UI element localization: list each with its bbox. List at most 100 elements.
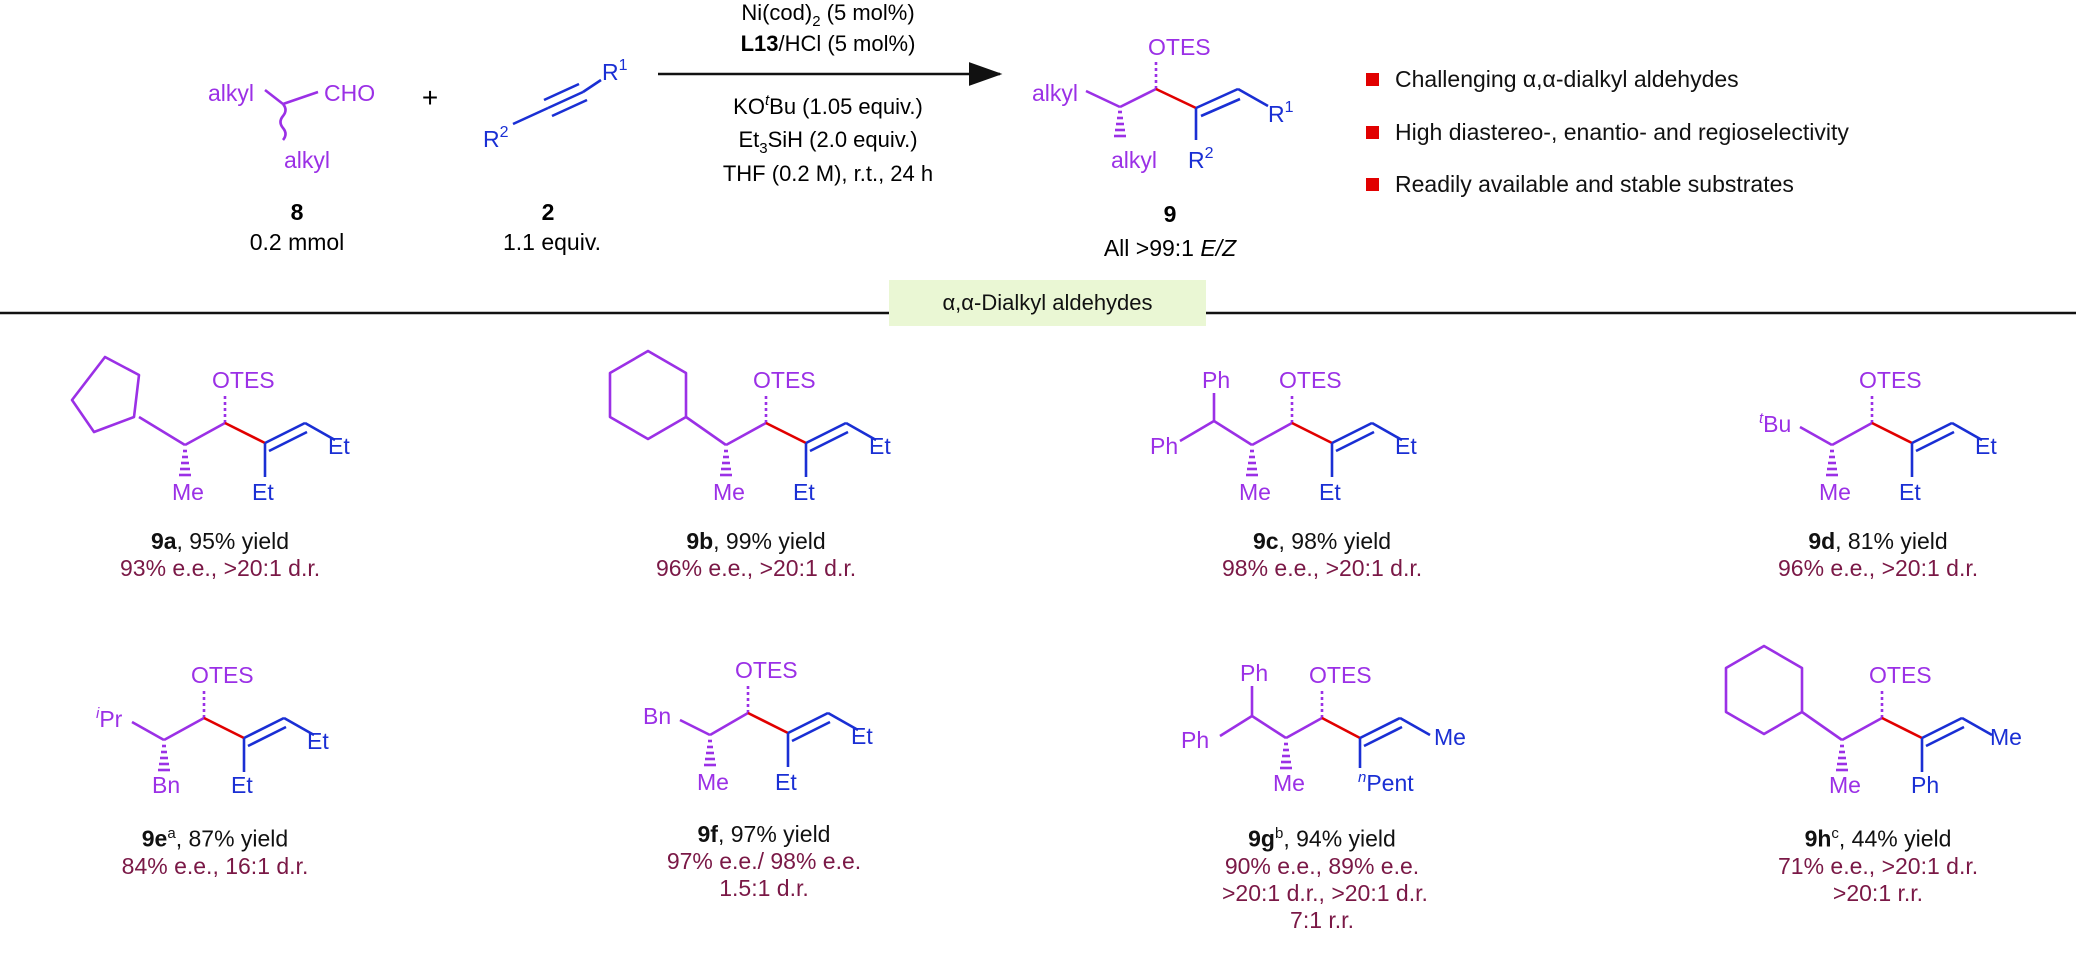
structure-9f xyxy=(679,683,859,767)
hash-wedge-9e xyxy=(158,744,170,772)
hash-wedge-9a xyxy=(179,449,191,477)
compound-selectivity: >20:1 r.r. xyxy=(1832,879,1924,906)
compound-9d-caption: 9d, 81% yield 96% e.e., >20:1 d.r. xyxy=(1778,528,1978,582)
product-r2: R2 xyxy=(1188,145,1214,173)
tail-label: Me xyxy=(1990,724,2022,750)
alkyne-amount: 1.1 equiv. xyxy=(503,229,601,255)
red-square-icon xyxy=(1366,73,1379,86)
ph-label: Ph xyxy=(1150,433,1178,459)
red-square-icon xyxy=(1366,126,1379,139)
aldehyde-alkyl-bottom: alkyl xyxy=(284,147,330,173)
compound-yield: , 44% yield xyxy=(1838,825,1952,852)
compound-id: 9e xyxy=(141,825,168,852)
tail-label: Et xyxy=(869,433,891,459)
footnote-mark: b xyxy=(1274,825,1284,842)
et-label: Et xyxy=(231,772,253,798)
compound-yield: , 95% yield xyxy=(176,528,290,554)
structure-9h xyxy=(1724,644,1993,772)
compound-selectivity: 71% e.e., >20:1 d.r. xyxy=(1778,852,1979,879)
section-banner: α,α-Dialkyl aldehydes xyxy=(889,280,1206,326)
tbu-label: tBu xyxy=(1759,410,1791,437)
et-label: Et xyxy=(793,479,815,505)
product-alkyl-top: alkyl xyxy=(1032,80,1078,106)
compound-selectivity: 93% e.e., >20:1 d.r. xyxy=(120,555,321,581)
me-label: Me xyxy=(172,479,204,505)
red-square-icon xyxy=(1366,178,1379,191)
hash-wedge-9g xyxy=(1280,742,1292,770)
condition-catalyst: Ni(cod)2 (5 mol%) xyxy=(741,0,914,30)
compound-9c-caption: 9c, 98% yield 98% e.e., >20:1 d.r. xyxy=(1222,528,1422,582)
product-structure xyxy=(1085,60,1269,140)
compound-selectivity: 96% e.e., >20:1 d.r. xyxy=(1778,555,1979,581)
structure-9d xyxy=(1799,393,1983,477)
compound-id: 9b xyxy=(686,528,714,554)
et-label: Et xyxy=(775,769,797,795)
plus-sign: + xyxy=(422,82,438,113)
compound-selectivity: 98% e.e., >20:1 d.r. xyxy=(1222,555,1423,581)
me-label: Me xyxy=(713,479,745,505)
hash-wedge-9b xyxy=(720,449,732,477)
compound-selectivity: >20:1 d.r., >20:1 d.r. xyxy=(1222,879,1428,906)
structure-9c xyxy=(1179,393,1403,477)
compound-id: 9d xyxy=(1808,528,1836,554)
condition-silane: Et3SiH (2.0 equiv.) xyxy=(738,127,917,157)
compound-yield: , 97% yield xyxy=(717,821,831,847)
aldehyde-cho: CHO xyxy=(324,80,375,106)
me-label: Me xyxy=(1819,479,1851,505)
condition-ligand: L13/HCl (5 mol%) xyxy=(741,31,916,56)
et-label: Et xyxy=(252,479,274,505)
compound-id: 9a xyxy=(150,528,177,554)
product-hash-wedge xyxy=(1114,110,1126,138)
tail-label: Et xyxy=(851,723,873,749)
otes-label: OTES xyxy=(735,657,798,683)
hash-wedges xyxy=(158,449,1848,772)
me-label: Me xyxy=(1829,772,1861,798)
compound-id: 9f xyxy=(697,821,718,847)
product-otes: OTES xyxy=(1148,34,1211,60)
tail-label: Et xyxy=(307,728,329,754)
compound-yield: , 99% yield xyxy=(713,528,826,554)
otes-label: OTES xyxy=(212,367,275,393)
compound-9b-caption: 9b, 99% yield 96% e.e., >20:1 d.r. xyxy=(656,528,856,582)
compound-9a-caption: 9a, 95% yield 93% e.e., >20:1 d.r. xyxy=(120,528,320,582)
structure-9g xyxy=(1219,686,1431,768)
alkyne-structure xyxy=(512,78,602,126)
compound-selectivity: 97% e.e./ 98% e.e. xyxy=(666,848,862,874)
compound-9h-caption: 9hc, 44% yield 71% e.e., >20:1 d.r. >20:… xyxy=(1778,825,1978,907)
tail-label: Et xyxy=(1395,433,1417,459)
compound-selectivity: 90% e.e., 89% e.e. xyxy=(1224,852,1420,879)
et-label: Et xyxy=(1319,479,1341,505)
otes-label: OTES xyxy=(1859,367,1922,393)
product-r1: R1 xyxy=(1268,99,1294,127)
alkyne-id: 2 xyxy=(542,199,555,225)
product-id: 9 xyxy=(1164,201,1177,227)
hash-wedge-9h xyxy=(1836,744,1848,772)
otes-label: OTES xyxy=(191,662,254,688)
compound-selectivity: 96% e.e., >20:1 d.r. xyxy=(656,555,857,581)
bn-label: Bn xyxy=(643,703,671,729)
footnote-mark: c xyxy=(1831,825,1839,842)
otes-label: OTES xyxy=(1279,367,1342,393)
compound-selectivity: 1.5:1 d.r. xyxy=(719,875,809,901)
ph-label: Ph xyxy=(1181,727,1209,753)
compound-id: 9c xyxy=(1252,528,1279,554)
alkyne-r1: R1 xyxy=(602,57,628,85)
structure-9e xyxy=(131,688,315,772)
et-label: Et xyxy=(1899,479,1921,505)
condition-solvent: THF (0.2 M), r.t., 24 h xyxy=(723,161,933,186)
product-alkyl-bottom: alkyl xyxy=(1111,147,1157,173)
me-label: Me xyxy=(1273,770,1305,796)
compound-9f-caption: 9f, 97% yield 97% e.e./ 98% e.e. 1.5:1 d… xyxy=(664,821,864,902)
tail-label: Me xyxy=(1434,724,1466,750)
tail-label: Et xyxy=(1975,433,1997,459)
footnote-mark: a xyxy=(167,825,176,842)
hash-wedge-9c xyxy=(1246,449,1258,477)
compound-yield: , 81% yield xyxy=(1835,528,1948,554)
hash-wedge-9d xyxy=(1826,449,1838,477)
aldehyde-alkyl-top: alkyl xyxy=(208,80,254,106)
structure-9b xyxy=(608,349,877,477)
bn-label: Bn xyxy=(152,772,180,798)
otes-label: OTES xyxy=(1869,662,1932,688)
hash-wedge-9f xyxy=(704,739,716,767)
